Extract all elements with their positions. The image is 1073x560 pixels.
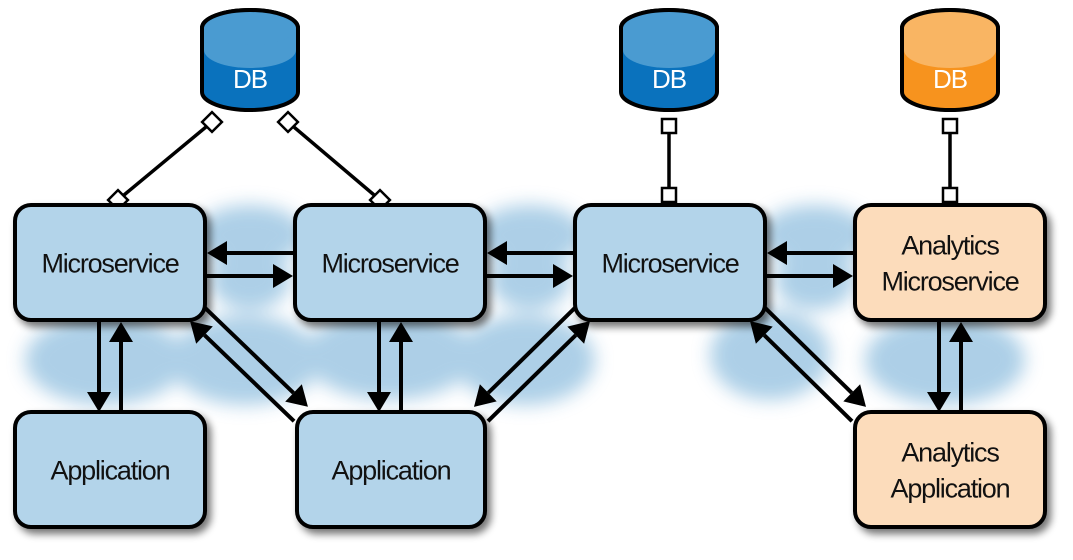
db-link-db1-ms1 [106, 110, 224, 212]
link-ms3-app3-to-ms3 [749, 321, 854, 423]
node-label: Microservice [41, 249, 178, 279]
node-box [573, 203, 767, 322]
database-db1-icon[interactable]: DB [200, 8, 300, 112]
node-app2[interactable]: Application [295, 410, 487, 529]
link-ms1-app1-to-app1 [87, 320, 111, 412]
db-connector-icon [941, 117, 959, 135]
link-ms1-app1-to-ms1 [109, 322, 133, 412]
node-box [853, 410, 1047, 529]
link-ms1-app2-to-ms1 [190, 321, 296, 423]
link-ms3-app3-to-app3 [762, 305, 867, 407]
node-ms2[interactable]: Microservice [293, 203, 487, 322]
db-label: DB [233, 64, 267, 94]
db-link-db1-ms2 [276, 110, 392, 212]
node-box [293, 203, 487, 322]
link-ms3-app2-to-app2 [473, 305, 578, 407]
node-label: Microservice [881, 267, 1018, 297]
node-box [13, 410, 207, 529]
link-ms1-ms2-to-ms2 [205, 264, 293, 288]
node-ms3[interactable]: Microservice [573, 203, 767, 322]
link-ms3-ms4-to-ms3 [767, 241, 855, 265]
node-box [13, 203, 207, 322]
databases-layer: DB DB DB [200, 8, 1000, 112]
db-link-db2-ms3 [660, 117, 678, 204]
node-label: Microservice [321, 249, 458, 279]
node-label: Application [332, 456, 451, 486]
link-ms2-ms3-to-ms2 [487, 241, 575, 265]
database-db2-icon[interactable]: DB [619, 8, 719, 112]
db-label: DB [933, 64, 967, 94]
node-box [853, 203, 1047, 322]
link-ms2-app2-to-ms2 [389, 322, 413, 412]
database-db3-icon[interactable]: DB [900, 8, 1000, 112]
node-connector-icon [660, 186, 678, 204]
node-label: Analytics [901, 231, 999, 261]
node-label: Application [891, 474, 1010, 504]
link-ms1-app2-to-app2 [202, 305, 308, 407]
db-links-layer [106, 110, 959, 212]
links-layer [87, 241, 973, 423]
db-link-db3-ms4 [941, 117, 959, 204]
link-ms4-app3-to-app3 [927, 320, 951, 412]
link-ms4-app3-to-ms4 [949, 322, 973, 412]
link-ms2-ms3-to-ms3 [485, 264, 573, 288]
node-label: Application [51, 456, 170, 486]
link-ms1-ms2-to-ms1 [207, 241, 295, 265]
node-app1[interactable]: Application [13, 410, 207, 529]
node-label: Microservice [601, 249, 738, 279]
link-ms3-ms4-to-ms4 [765, 264, 853, 288]
node-ms1[interactable]: Microservice [13, 203, 207, 322]
db-label: DB [652, 64, 686, 94]
node-label: Analytics [901, 438, 999, 468]
link-ms2-app2-to-app2 [367, 320, 391, 412]
db-connector-icon [276, 110, 300, 134]
service-mesh-cloud [25, 205, 1025, 405]
db-connector-icon [660, 117, 678, 135]
node-box [295, 410, 487, 529]
db-connector-icon [200, 110, 224, 134]
link-ms3-app2-to-ms3 [486, 321, 591, 423]
node-connector-icon [941, 186, 959, 204]
